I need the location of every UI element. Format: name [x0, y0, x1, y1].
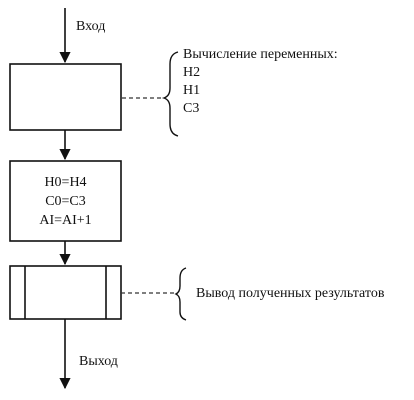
- calc-var-h1: H1: [183, 83, 201, 98]
- entry-label: Вход: [76, 19, 106, 34]
- assign-line-ai: AI=AI+1: [39, 212, 92, 228]
- output-annotation-brace: [174, 267, 187, 321]
- calc-annotation: Вычисление переменных: H2 H1 C3: [183, 46, 338, 118]
- exit-label: Выход: [79, 354, 118, 369]
- calc-var-h2: H2: [183, 65, 201, 80]
- calc-annotation-brace: [161, 51, 179, 137]
- calc-var-c3: C3: [183, 101, 200, 116]
- assign-line-c0: C0=C3: [45, 193, 86, 209]
- assign-line-h0: H0=H4: [44, 174, 87, 190]
- output-box: [9, 265, 122, 320]
- output-annotation-label: Вывод полученных результатов: [196, 286, 385, 301]
- calc-annotation-title: Вычисление переменных:: [183, 47, 338, 62]
- assign-block-text: H0=H4 C0=C3 AI=AI+1: [10, 161, 121, 241]
- calc-box: [9, 63, 122, 131]
